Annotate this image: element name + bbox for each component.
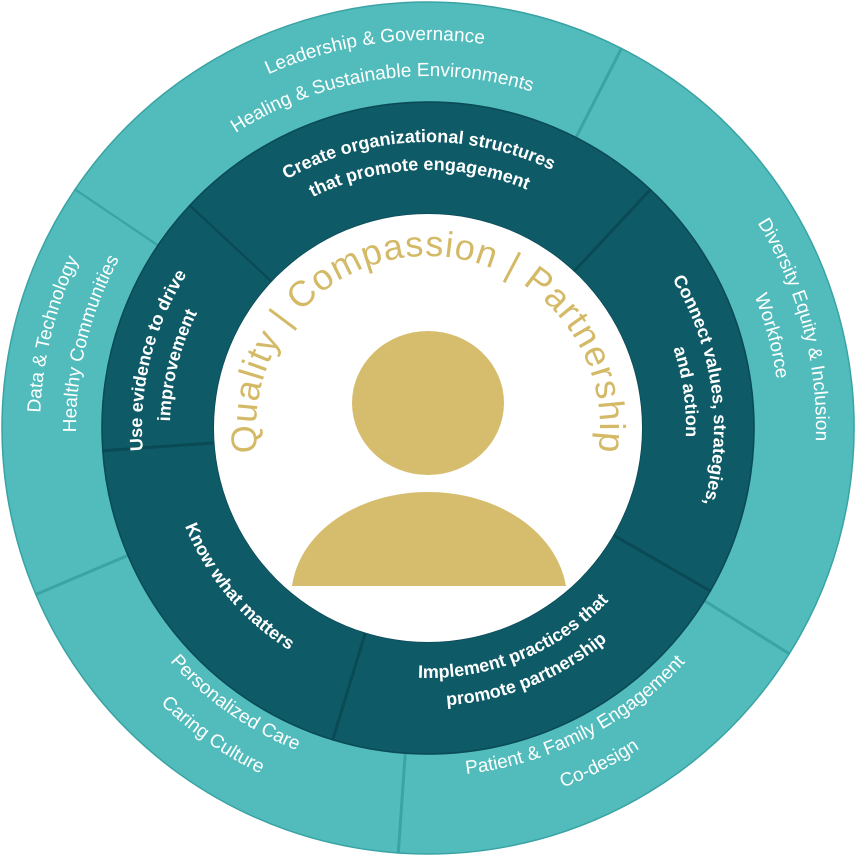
outer-divider [35,553,129,596]
outer-divider [574,47,623,139]
inner-divider [331,632,367,741]
outer-divider [703,599,791,656]
inner-divider [572,188,652,273]
inner-ring [101,101,755,755]
inner-segment [572,188,755,593]
inner-divider [612,533,712,593]
outer-divider [396,753,407,854]
inner-divider [102,441,215,453]
person-icon [292,331,566,586]
